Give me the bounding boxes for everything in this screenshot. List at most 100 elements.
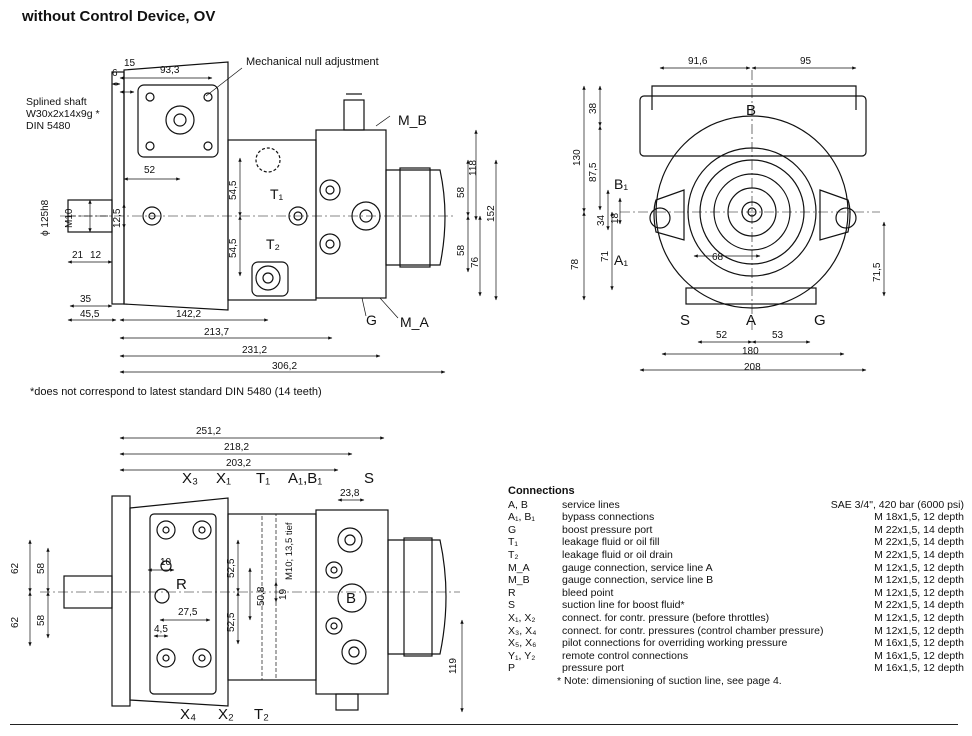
dim-91-6: 91,6 [688, 56, 708, 67]
dim-62-lower: 62 [10, 616, 21, 628]
connections-heading: Connections [508, 485, 575, 497]
dim-180: 180 [742, 346, 759, 357]
connection-spec: M 22x1,5, 14 depth [874, 599, 964, 612]
connection-spec: M 22x1,5, 14 depth [874, 536, 964, 549]
dim-62-upper: 62 [10, 562, 21, 574]
dim-18: 18 [610, 212, 621, 224]
port-label-x1: X₁ [216, 470, 232, 487]
connection-port: M_A [508, 561, 530, 574]
dim-93-3: 93,3 [160, 65, 180, 76]
dim-52-end: 52 [716, 330, 728, 341]
port-label-s: S [680, 312, 691, 329]
dim-58-top-upper: 58 [36, 562, 47, 574]
port-label-ma: M_A [400, 314, 429, 330]
dim-35: 35 [80, 294, 92, 305]
port-label-b: B [746, 102, 757, 119]
dim-15: 15 [124, 58, 136, 69]
connection-spec: M 22x1,5, 14 depth [874, 548, 964, 561]
dim-45-5: 45,5 [80, 309, 100, 320]
dim-76: 76 [470, 256, 481, 268]
connection-desc: gauge connection, service line A [562, 561, 713, 574]
connection-port: T₂ [508, 548, 519, 561]
dim-78: 78 [570, 258, 581, 270]
connection-desc: gauge connection, service line B [562, 574, 714, 587]
connection-spec: M 12x1,5, 12 depth [874, 561, 964, 574]
connection-port: Y₁, Y₂ [508, 649, 536, 662]
port-label-mb: M_B [398, 112, 427, 128]
dim-58-upper: 58 [456, 186, 467, 198]
shaft-line-1: Splined shaft [26, 96, 87, 108]
dim-54-5-lower: 54,5 [228, 238, 239, 258]
bottom-rule [10, 724, 958, 725]
dim-58-top-lower: 58 [36, 614, 47, 626]
port-label-a: A [746, 312, 757, 329]
dim-12-5: 12,5 [112, 208, 123, 228]
connection-desc: bleed point [562, 586, 614, 599]
port-label-s-top: S [364, 470, 375, 487]
connection-spec: SAE 3/4", 420 bar (6000 psi) [830, 498, 964, 511]
port-label-a1b1: A₁,B₁ [288, 470, 323, 487]
port-label-t1: T₁ [270, 186, 284, 202]
connection-desc: suction line for boost fluid* [562, 599, 685, 612]
dim-118: 118 [468, 160, 479, 176]
dim-10: 10 [160, 557, 172, 568]
dim-68: 68 [712, 252, 724, 263]
dim-m10-tief: M10; 13,5 tief [284, 522, 295, 580]
connection-spec: M 22x1,5, 14 depth [874, 523, 964, 536]
dim-52-5-upper: 52,5 [226, 558, 237, 578]
dim-231-2: 231,2 [242, 345, 268, 356]
side-view [60, 61, 498, 374]
port-label-t2: T₂ [266, 236, 280, 252]
connection-port: G [508, 523, 517, 536]
port-label-x4: X₄ [180, 706, 197, 723]
dim-203-2: 203,2 [226, 458, 252, 469]
connection-spec: M 16x1,5, 12 depth [874, 662, 964, 675]
dim-12: 12 [90, 250, 102, 261]
connection-spec: M 16x1,5, 12 depth [874, 649, 964, 662]
dim-50-8: 50,8 [256, 586, 267, 606]
connections-note: * Note: dimensioning of suction line, se… [557, 674, 782, 687]
dim-54-5-upper: 54,5 [228, 180, 239, 200]
dim-58-lower: 58 [456, 244, 467, 256]
shaft-line-2: W30x2x14x9g * [26, 108, 100, 120]
top-view [28, 436, 464, 713]
port-label-a1: A₁ [614, 252, 629, 268]
connection-spec: M 12x1,5, 12 depth [874, 624, 964, 637]
connection-desc: pilot connections for overriding working… [562, 637, 788, 650]
dim-119: 119 [448, 658, 459, 674]
connection-spec: M 12x1,5, 12 depth [874, 611, 964, 624]
port-label-r: R [176, 576, 187, 593]
connection-port: P [508, 662, 516, 675]
connection-spec: M 12x1,5, 12 depth [874, 586, 964, 599]
dim-130: 130 [572, 149, 583, 166]
connection-desc: boost pressure port [562, 523, 653, 536]
dim-71-5: 71,5 [872, 262, 883, 282]
dim-218-2: 218,2 [224, 442, 250, 453]
dim-6: 6 [112, 68, 118, 79]
dim-52: 52 [144, 165, 156, 176]
connection-port: S [508, 599, 516, 612]
dim-52-5-lower: 52,5 [226, 612, 237, 632]
connection-spec: M 16x1,5, 12 depth [874, 637, 964, 650]
dim-306-2: 306,2 [272, 361, 298, 372]
dim-phi125: ϕ 125h8 [40, 199, 51, 236]
port-label-b1: B₁ [614, 176, 629, 192]
connection-port: X₃, X₄ [508, 624, 537, 637]
port-label-g: G [366, 312, 377, 328]
null-adjustment-callout: Mechanical null adjustment [246, 56, 379, 68]
dim-152: 152 [486, 205, 497, 222]
dim-4-5: 4,5 [154, 624, 168, 635]
dim-142-2: 142,2 [176, 309, 202, 320]
